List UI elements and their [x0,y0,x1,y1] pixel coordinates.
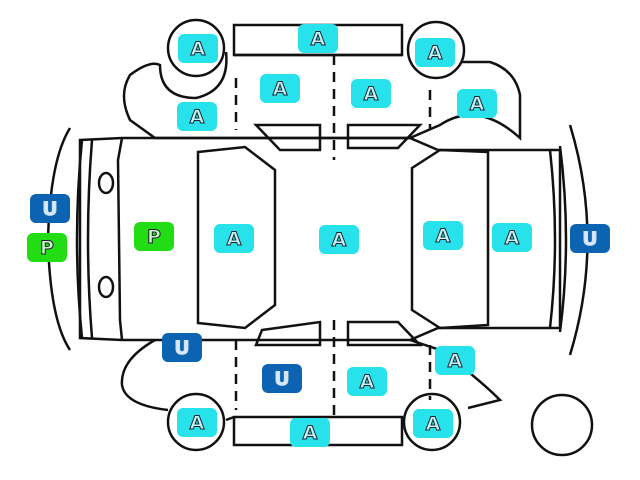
marker-a[interactable]: A [298,24,338,53]
right-windows [254,320,423,347]
marker-p[interactable]: P [134,222,174,251]
left-door-lines [234,55,432,160]
marker-a[interactable]: A [492,223,532,252]
marker-a[interactable]: A [214,224,254,253]
rear-left-wheel [406,20,466,80]
left-side-body [122,51,522,141]
marker-u[interactable]: U [162,333,202,362]
marker-a[interactable]: A [415,38,455,67]
marker-a[interactable]: A [413,409,453,438]
right-headlight [97,275,115,299]
right-door-lines [234,320,432,417]
marker-a[interactable]: A [319,225,359,254]
left-headlight [97,171,115,195]
marker-a[interactable]: A [290,418,330,447]
front-left-wheel [166,18,226,78]
marker-u[interactable]: U [30,194,70,223]
spare-wheel [530,393,594,457]
marker-a[interactable]: A [351,79,391,108]
marker-a[interactable]: A [435,346,475,375]
marker-a[interactable]: A [457,89,497,118]
front-right-wheel [166,392,226,452]
marker-a[interactable]: A [347,367,387,396]
marker-a[interactable]: A [177,102,217,131]
marker-u[interactable]: U [570,224,610,253]
marker-a[interactable]: A [423,221,463,250]
marker-a[interactable]: A [178,34,218,63]
windshield [196,145,277,330]
rear-window [410,148,490,330]
marker-u[interactable]: U [262,364,302,393]
front-bumper-lines [75,137,124,341]
marker-p[interactable]: P [27,233,67,262]
rear-right-wheel [402,392,462,452]
marker-a[interactable]: A [177,408,217,437]
left-windows [253,123,423,152]
marker-a[interactable]: A [260,74,300,103]
